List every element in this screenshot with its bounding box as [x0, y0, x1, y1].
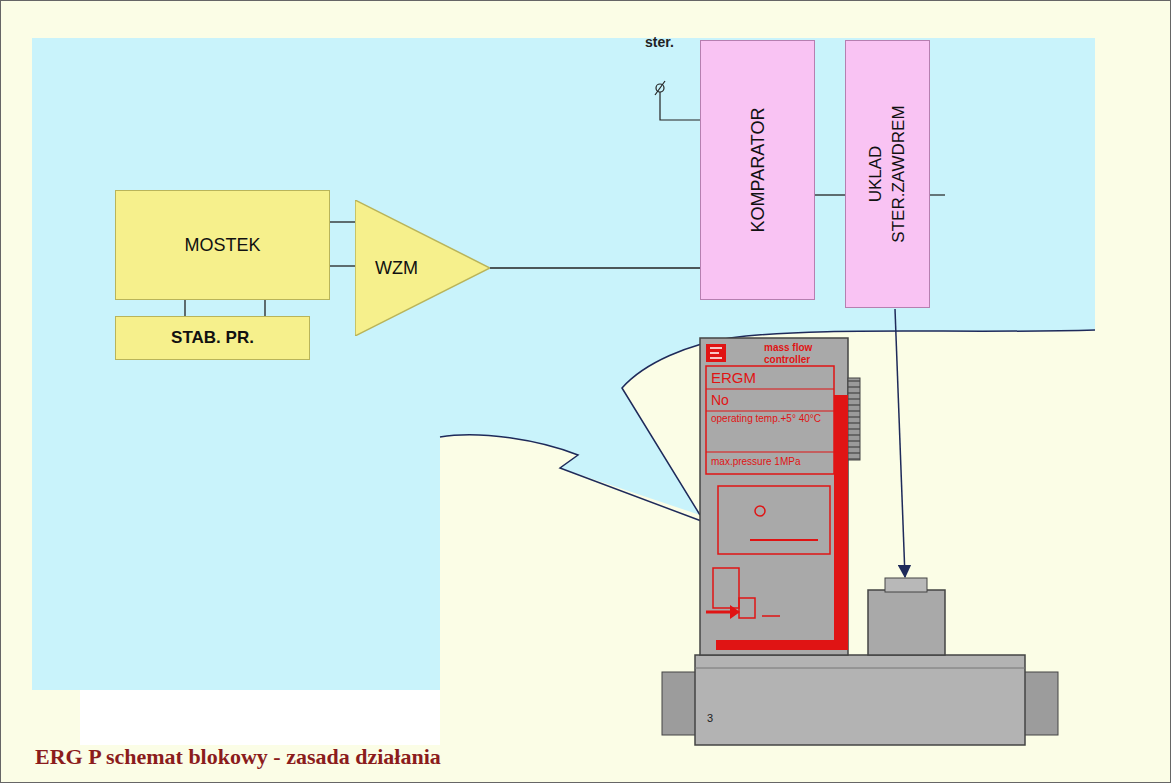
valve-arrow — [895, 309, 905, 577]
signal-wire — [815, 194, 845, 195]
block-label: MOSTEK — [184, 235, 260, 256]
signal-wire — [264, 300, 265, 316]
signal-name: ster. — [645, 34, 674, 50]
caption: ERG P schemat blokowy - zasada działania — [35, 744, 441, 770]
device-type: mass flow controller — [764, 342, 830, 365]
output-wire — [930, 194, 945, 195]
valve-driver-box: UKLAD STER.ZAWDREM — [845, 40, 930, 308]
model-name: ERGM — [711, 369, 756, 386]
stabilizer-box: STAB. PR. — [115, 316, 310, 360]
mass-flow-controller — [662, 338, 1058, 745]
serial-field: No — [711, 392, 729, 408]
max-pressure: max.pressure 1MPa — [711, 456, 800, 468]
comparator-box: KOMPARATOR — [700, 40, 815, 300]
signal-wire — [330, 221, 355, 222]
block-label: STAB. PR. — [171, 328, 254, 348]
signal-wire — [330, 265, 355, 266]
operating-temp: operating temp.+5° 40°C — [711, 413, 829, 425]
signal-wire — [184, 300, 185, 316]
white-patch — [80, 690, 440, 745]
block-label: WZM — [355, 258, 418, 279]
amplifier-triangle: WZM — [355, 200, 490, 336]
block-label: UKLAD STER.ZAWDREM — [865, 104, 911, 244]
circuit-region — [32, 38, 1095, 690]
signal-wire — [490, 267, 700, 268]
fitting-number: 3 — [707, 712, 713, 725]
control-wire — [660, 92, 700, 120]
bridge-box: MOSTEK — [115, 190, 330, 300]
block-label: KOMPARATOR — [745, 50, 769, 290]
